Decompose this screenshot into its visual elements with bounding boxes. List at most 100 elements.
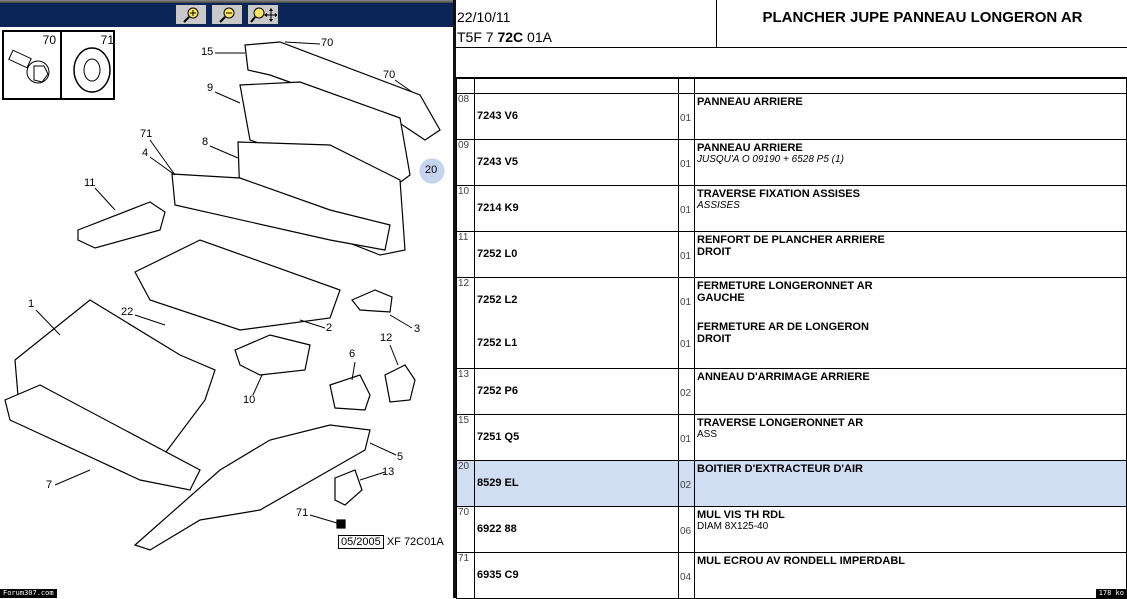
part-13 bbox=[334, 469, 363, 506]
desc-cell: PANNEAU ARRIERE bbox=[694, 93, 1127, 140]
fastener-number: 71 bbox=[100, 33, 114, 47]
top-border bbox=[0, 0, 453, 3]
callout-label: 2 bbox=[326, 322, 333, 334]
description-detail bbox=[697, 383, 1125, 396]
part-ref[interactable]: 8529 EL bbox=[477, 477, 519, 489]
callout-label: 70 bbox=[321, 37, 334, 49]
part-ref-cell: 7252 P6 bbox=[474, 368, 679, 415]
description-detail bbox=[697, 108, 1125, 121]
description: FERMETURE AR DE LONGERON bbox=[697, 321, 869, 333]
part-ref[interactable]: 7243 V5 bbox=[477, 156, 518, 168]
blank-row bbox=[456, 48, 1127, 78]
callout-label: 71 bbox=[140, 128, 153, 140]
description: ANNEAU D'ARRIMAGE ARRIERE bbox=[697, 371, 870, 383]
part-ref-cell: 7252 L2 7252 L1 bbox=[474, 277, 679, 369]
description: TRAVERSE FIXATION ASSISES bbox=[697, 188, 860, 200]
desc-cell: BOITIER D'EXTRACTEUR D'AIR bbox=[694, 460, 1127, 507]
description-detail: JUSQU'A O 09190 + 6528 P5 (1) bbox=[697, 154, 844, 165]
zoom-out-button[interactable] bbox=[211, 5, 242, 24]
code-suffix: 01A bbox=[523, 29, 552, 45]
description: PANNEAU ARRIERE bbox=[697, 142, 803, 154]
part-ref-cell: 7252 L0 bbox=[474, 231, 679, 278]
description-detail bbox=[697, 475, 1125, 488]
part-ref-cell: 7243 V6 bbox=[474, 93, 679, 140]
qty-cell: 06 bbox=[678, 506, 695, 553]
part-5 bbox=[133, 424, 371, 551]
part-ref[interactable]: 7243 V6 bbox=[477, 110, 518, 122]
callout-label: 10 bbox=[243, 394, 256, 406]
part-ref[interactable]: 7252 L1 bbox=[477, 337, 518, 349]
panel-divider bbox=[453, 0, 456, 598]
part-ref[interactable]: 7251 Q5 bbox=[477, 431, 520, 443]
part-ref[interactable]: 6922 88 bbox=[477, 523, 517, 535]
part-ref[interactable]: 7252 L0 bbox=[477, 248, 518, 260]
quantity: 01 bbox=[680, 113, 692, 124]
callout-label: 22 bbox=[121, 306, 134, 318]
description: RENFORT DE PLANCHER ARRIERE bbox=[697, 234, 885, 246]
part-3 bbox=[351, 289, 393, 313]
quantity: 01 bbox=[680, 434, 692, 445]
description-detail: ASS bbox=[697, 429, 718, 440]
part-ref[interactable]: 7252 L2 bbox=[477, 294, 518, 306]
callout-label-20[interactable]: 20 bbox=[425, 164, 438, 176]
description: BOITIER D'EXTRACTEUR D'AIR bbox=[697, 463, 863, 475]
quantity: 04 bbox=[680, 572, 692, 583]
quantity: 06 bbox=[680, 526, 692, 537]
diagram-panel: 70 71 bbox=[0, 0, 453, 598]
qty-cell: 01 bbox=[678, 185, 695, 232]
callout-label: 8 bbox=[202, 136, 209, 148]
part-ref-cell: 8529 EL bbox=[474, 460, 679, 507]
qty-cell: 02 bbox=[678, 368, 695, 415]
part-ref[interactable]: 6935 C9 bbox=[477, 569, 519, 581]
description: MUL ECROU AV RONDELL IMPERDABL bbox=[697, 555, 905, 567]
zoom-in-icon bbox=[182, 7, 198, 23]
quantity: 01 bbox=[680, 251, 692, 262]
callout-label: 15 bbox=[201, 46, 214, 58]
callout-label: 11 bbox=[84, 177, 96, 189]
table-header-row bbox=[456, 78, 1127, 94]
footer-site[interactable]: Forum307.com bbox=[0, 589, 57, 598]
pan-zoom-icon bbox=[249, 7, 277, 23]
nut-washer-icon bbox=[73, 47, 111, 93]
page-title: PLANCHER JUPE PANNEAU LONGERON AR bbox=[762, 9, 1083, 26]
zoom-toolbar bbox=[0, 3, 453, 27]
item-index: 09 bbox=[456, 139, 475, 186]
fastener-number: 70 bbox=[42, 33, 56, 47]
item-index: 71 bbox=[456, 552, 475, 599]
quantity: 01 bbox=[680, 297, 692, 308]
qty-cell: 01 bbox=[678, 139, 695, 186]
stamp-code: XF 72C01A bbox=[386, 536, 444, 548]
quantity: 02 bbox=[680, 480, 692, 491]
part-6 bbox=[329, 374, 371, 411]
desc-cell: ANNEAU D'ARRIMAGE ARRIERE bbox=[694, 368, 1127, 415]
pan-zoom-button[interactable] bbox=[247, 5, 278, 24]
description: FERMETURE LONGERONNET AR bbox=[697, 280, 873, 292]
quantity: 01 bbox=[680, 159, 692, 170]
quantity: 01 bbox=[680, 339, 692, 350]
part-ref-cell: 6935 C9 bbox=[474, 552, 679, 599]
zoom-in-button[interactable] bbox=[175, 5, 206, 24]
part-ref[interactable]: 7252 P6 bbox=[477, 385, 518, 397]
description-detail: DROIT bbox=[697, 246, 732, 258]
callout-label: 4 bbox=[142, 147, 149, 159]
diagram-stamp: 05/2005 XF 72C01A bbox=[338, 535, 444, 549]
item-index: 08 bbox=[456, 93, 475, 140]
part-ref-cell: 7214 K9 bbox=[474, 185, 679, 232]
screw-icon bbox=[8, 49, 50, 84]
part-ref[interactable]: 7214 K9 bbox=[477, 202, 519, 214]
